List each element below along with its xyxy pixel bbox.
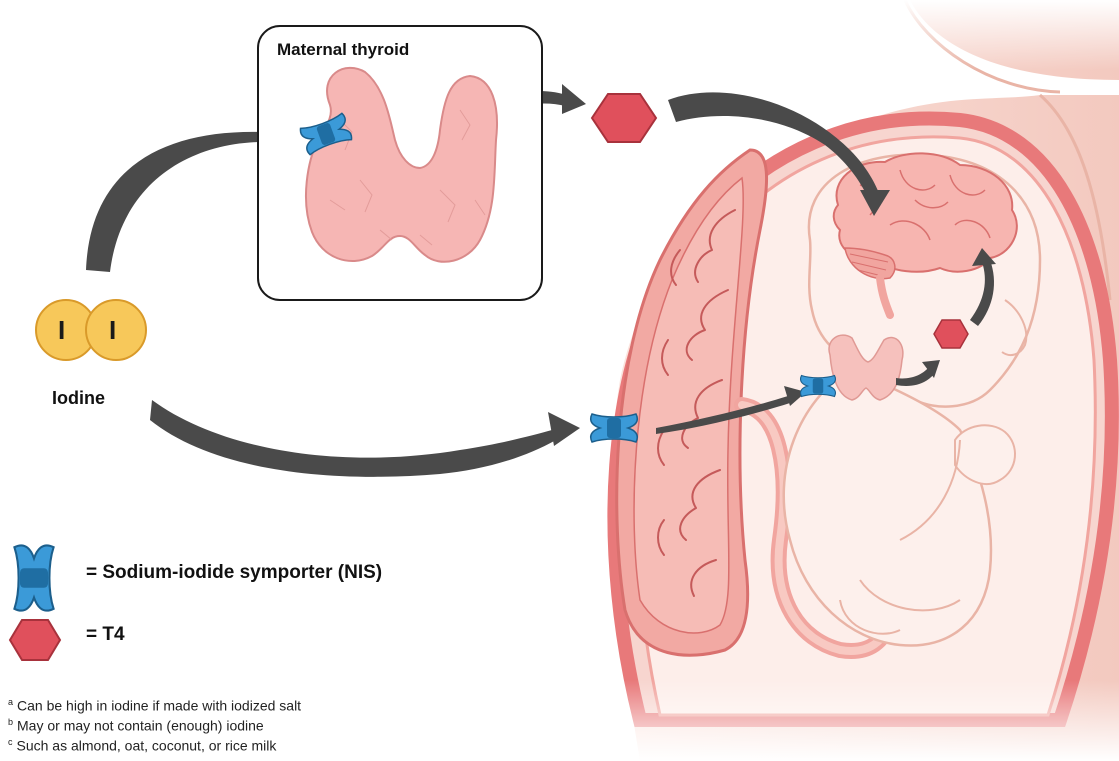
legend-nis-icon [14, 545, 53, 610]
iodine-molecule [36, 300, 146, 360]
footnote-mark: c [8, 737, 13, 747]
legend-t4-label: = T4 [86, 624, 125, 646]
footnote-b: b May or may not contain (enough) iodine [8, 717, 264, 734]
footnote-mark: a [8, 697, 13, 707]
maternal-thyroid-title: Maternal thyroid [277, 40, 409, 60]
t4-hexagon-large [592, 94, 656, 142]
maternal-thyroid-panel [258, 26, 542, 300]
iodine-label: Iodine [52, 388, 105, 409]
legend-t4-icon [10, 620, 60, 660]
iodine-atom-label: I [58, 315, 65, 346]
footnote-text: Can be high in iodine if made with iodiz… [17, 698, 301, 714]
footnote-text: May or may not contain (enough) iodine [17, 718, 264, 734]
footnote-c: c Such as almond, oat, coconut, or rice m… [8, 737, 276, 754]
iodine-atom-label: I [109, 315, 116, 346]
legend-nis-label: = Sodium-iodide symporter (NIS) [86, 562, 382, 584]
footnote-text: Such as almond, oat, coconut, or rice mi… [17, 738, 277, 754]
footnote-a: a Can be high in iodine if made with iodi… [8, 697, 301, 714]
t4-hexagon-small [934, 320, 968, 348]
footnote-mark: b [8, 717, 13, 727]
